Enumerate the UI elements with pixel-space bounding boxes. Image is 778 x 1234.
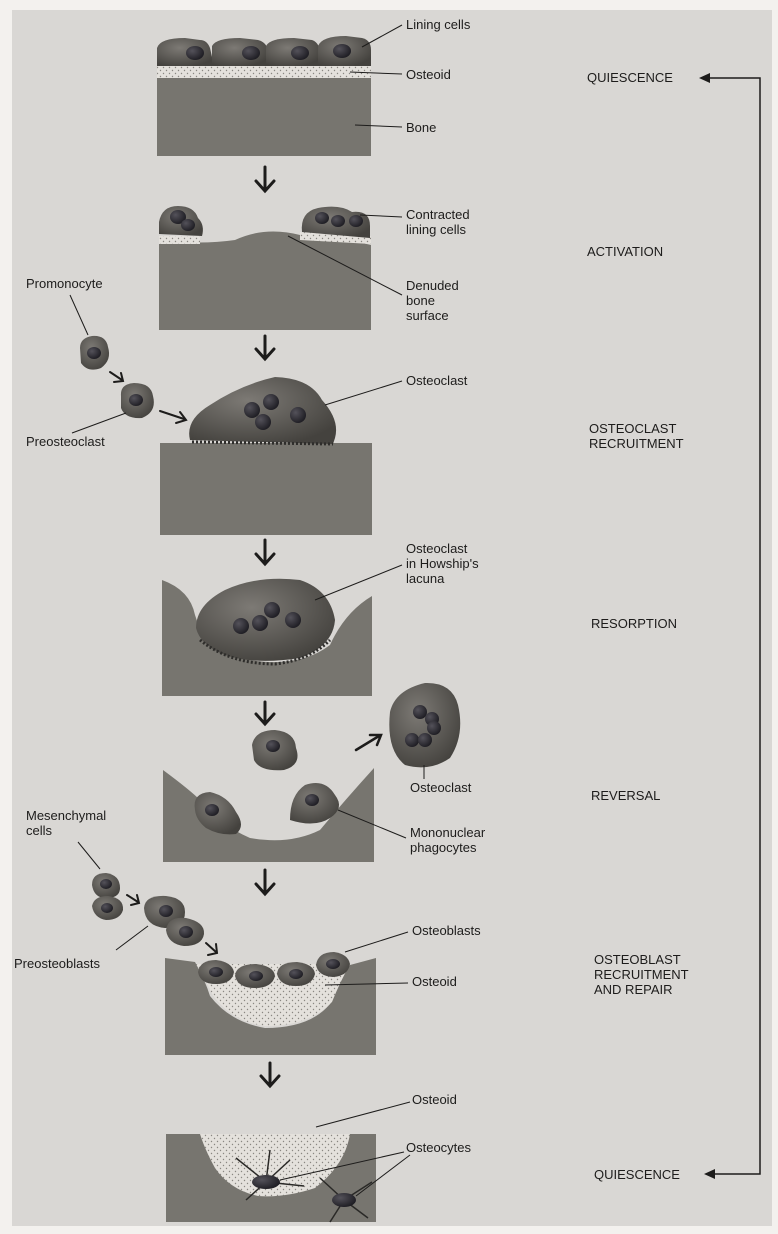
- label-osteoclast-leaving: Osteoclast: [410, 780, 472, 795]
- label-preosteoblasts: Preosteoblasts: [14, 956, 100, 971]
- label-bone: Bone: [406, 120, 436, 135]
- panel-quiescence-bottom: [166, 1134, 376, 1222]
- panel-quiescence-top: [157, 36, 371, 156]
- label-osteocytes: Osteocytes: [406, 1140, 472, 1155]
- stage-resorption: RESORPTION: [591, 616, 677, 631]
- leaving-osteoclast: [389, 683, 460, 767]
- detached-cell: [252, 730, 298, 770]
- label-preosteoclast: Preosteoclast: [26, 434, 105, 449]
- label-osteoid-repair: Osteoid: [412, 974, 457, 989]
- stage-reversal: REVERSAL: [591, 788, 660, 803]
- label-promonocyte: Promonocyte: [26, 276, 103, 291]
- label-osteoid-bottom: Osteoid: [412, 1092, 457, 1107]
- label-lining-cells: Lining cells: [406, 17, 471, 32]
- label-osteoid-top: Osteoid: [406, 67, 451, 82]
- label-osteoblasts: Osteoblasts: [412, 923, 481, 938]
- label-osteoclast-recruitment: Osteoclast: [406, 373, 468, 388]
- panel-osteoblast-repair: [165, 952, 376, 1055]
- stage-quiescence-bottom: QUIESCENCE: [594, 1167, 680, 1182]
- stage-quiescence-top: QUIESCENCE: [587, 70, 673, 85]
- stage-activation: ACTIVATION: [587, 244, 663, 259]
- promonocyte-cell: [80, 336, 109, 370]
